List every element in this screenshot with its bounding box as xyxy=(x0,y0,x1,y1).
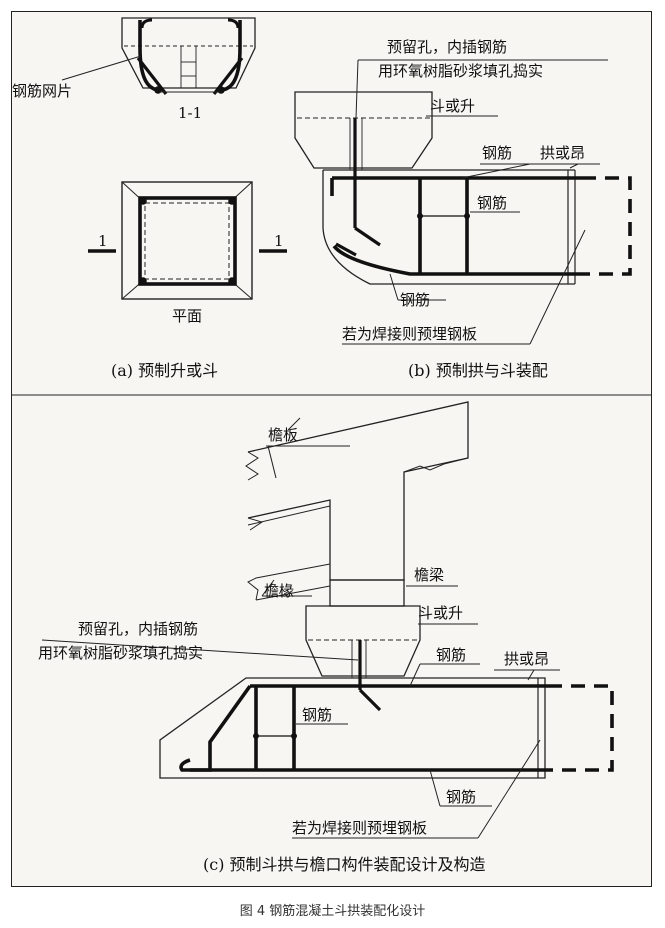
plate-label-b: 若为焊接则预埋钢板 xyxy=(342,325,477,343)
plan-drawing xyxy=(121,181,253,300)
gong-body-c xyxy=(159,640,614,779)
dou-label-c: 斗或升 xyxy=(418,604,463,622)
dou-label-b: 斗或升 xyxy=(430,97,475,115)
panel-c-caption: (c) 预制斗拱与檐口构件装配设计及构造 xyxy=(203,855,486,874)
panel-b: 预留孔，内插钢筋 用环氧树脂砂浆填孔捣实 斗或升 钢筋 拱或昂 钢筋 钢筋 若为… xyxy=(294,38,632,380)
rebar-top-label-c: 钢筋 xyxy=(436,646,466,664)
plan-label: 平面 xyxy=(172,307,202,325)
plate-label-c: 若为焊接则预埋钢板 xyxy=(292,819,427,837)
eave-board-label: 檐板 xyxy=(268,426,298,444)
hole-label-1-c: 预留孔，内插钢筋 xyxy=(78,620,198,638)
cut-label-left: 1 xyxy=(98,232,108,250)
rebar-mid-label-b: 钢筋 xyxy=(477,194,507,212)
hole-label-2-b: 用环氧树脂砂浆填孔捣实 xyxy=(378,62,543,80)
cut-label-right: 1 xyxy=(274,232,284,250)
mesh-leader xyxy=(61,55,142,81)
rafter-label: 檐椽 xyxy=(264,582,294,600)
mesh-label: 钢筋网片 xyxy=(12,82,72,100)
rebar-bottom-label-b: 钢筋 xyxy=(400,291,430,309)
eave-beam-label: 檐梁 xyxy=(414,566,444,584)
panel-b-caption: (b) 预制拱与斗装配 xyxy=(408,361,548,380)
panel-a: 钢筋网片 1-1 1 1 平面 (a) 预制升或斗 xyxy=(12,17,287,380)
rebar-mid-label-c: 钢筋 xyxy=(302,706,332,724)
hole-label-1-b: 预留孔，内插钢筋 xyxy=(387,38,507,56)
panel-a-caption: (a) 预制升或斗 xyxy=(111,361,218,380)
gong-label-c: 拱或昂 xyxy=(504,650,549,668)
section-1-1-drawing xyxy=(121,17,256,95)
gong-label-b: 拱或昂 xyxy=(540,144,585,162)
figure-caption: 图 4 钢筋混凝土斗拱装配化设计 xyxy=(239,904,426,919)
rebar-top-label-b: 钢筋 xyxy=(482,144,512,162)
hole-label-2-c: 用环氧树脂砂浆填孔捣实 xyxy=(38,644,203,662)
dou-block-b xyxy=(294,91,433,170)
eave-structure xyxy=(245,401,469,601)
gong-body-b xyxy=(322,118,632,285)
rebar-bottom-label-c: 钢筋 xyxy=(446,788,476,806)
panel-c: 檐板 檐梁 檐椽 斗或升 预留孔，内插钢筋 用环氧树脂砂浆填孔捣实 钢筋 拱或昂… xyxy=(38,401,614,874)
dou-block-c xyxy=(305,579,421,678)
section-label: 1-1 xyxy=(178,104,202,122)
